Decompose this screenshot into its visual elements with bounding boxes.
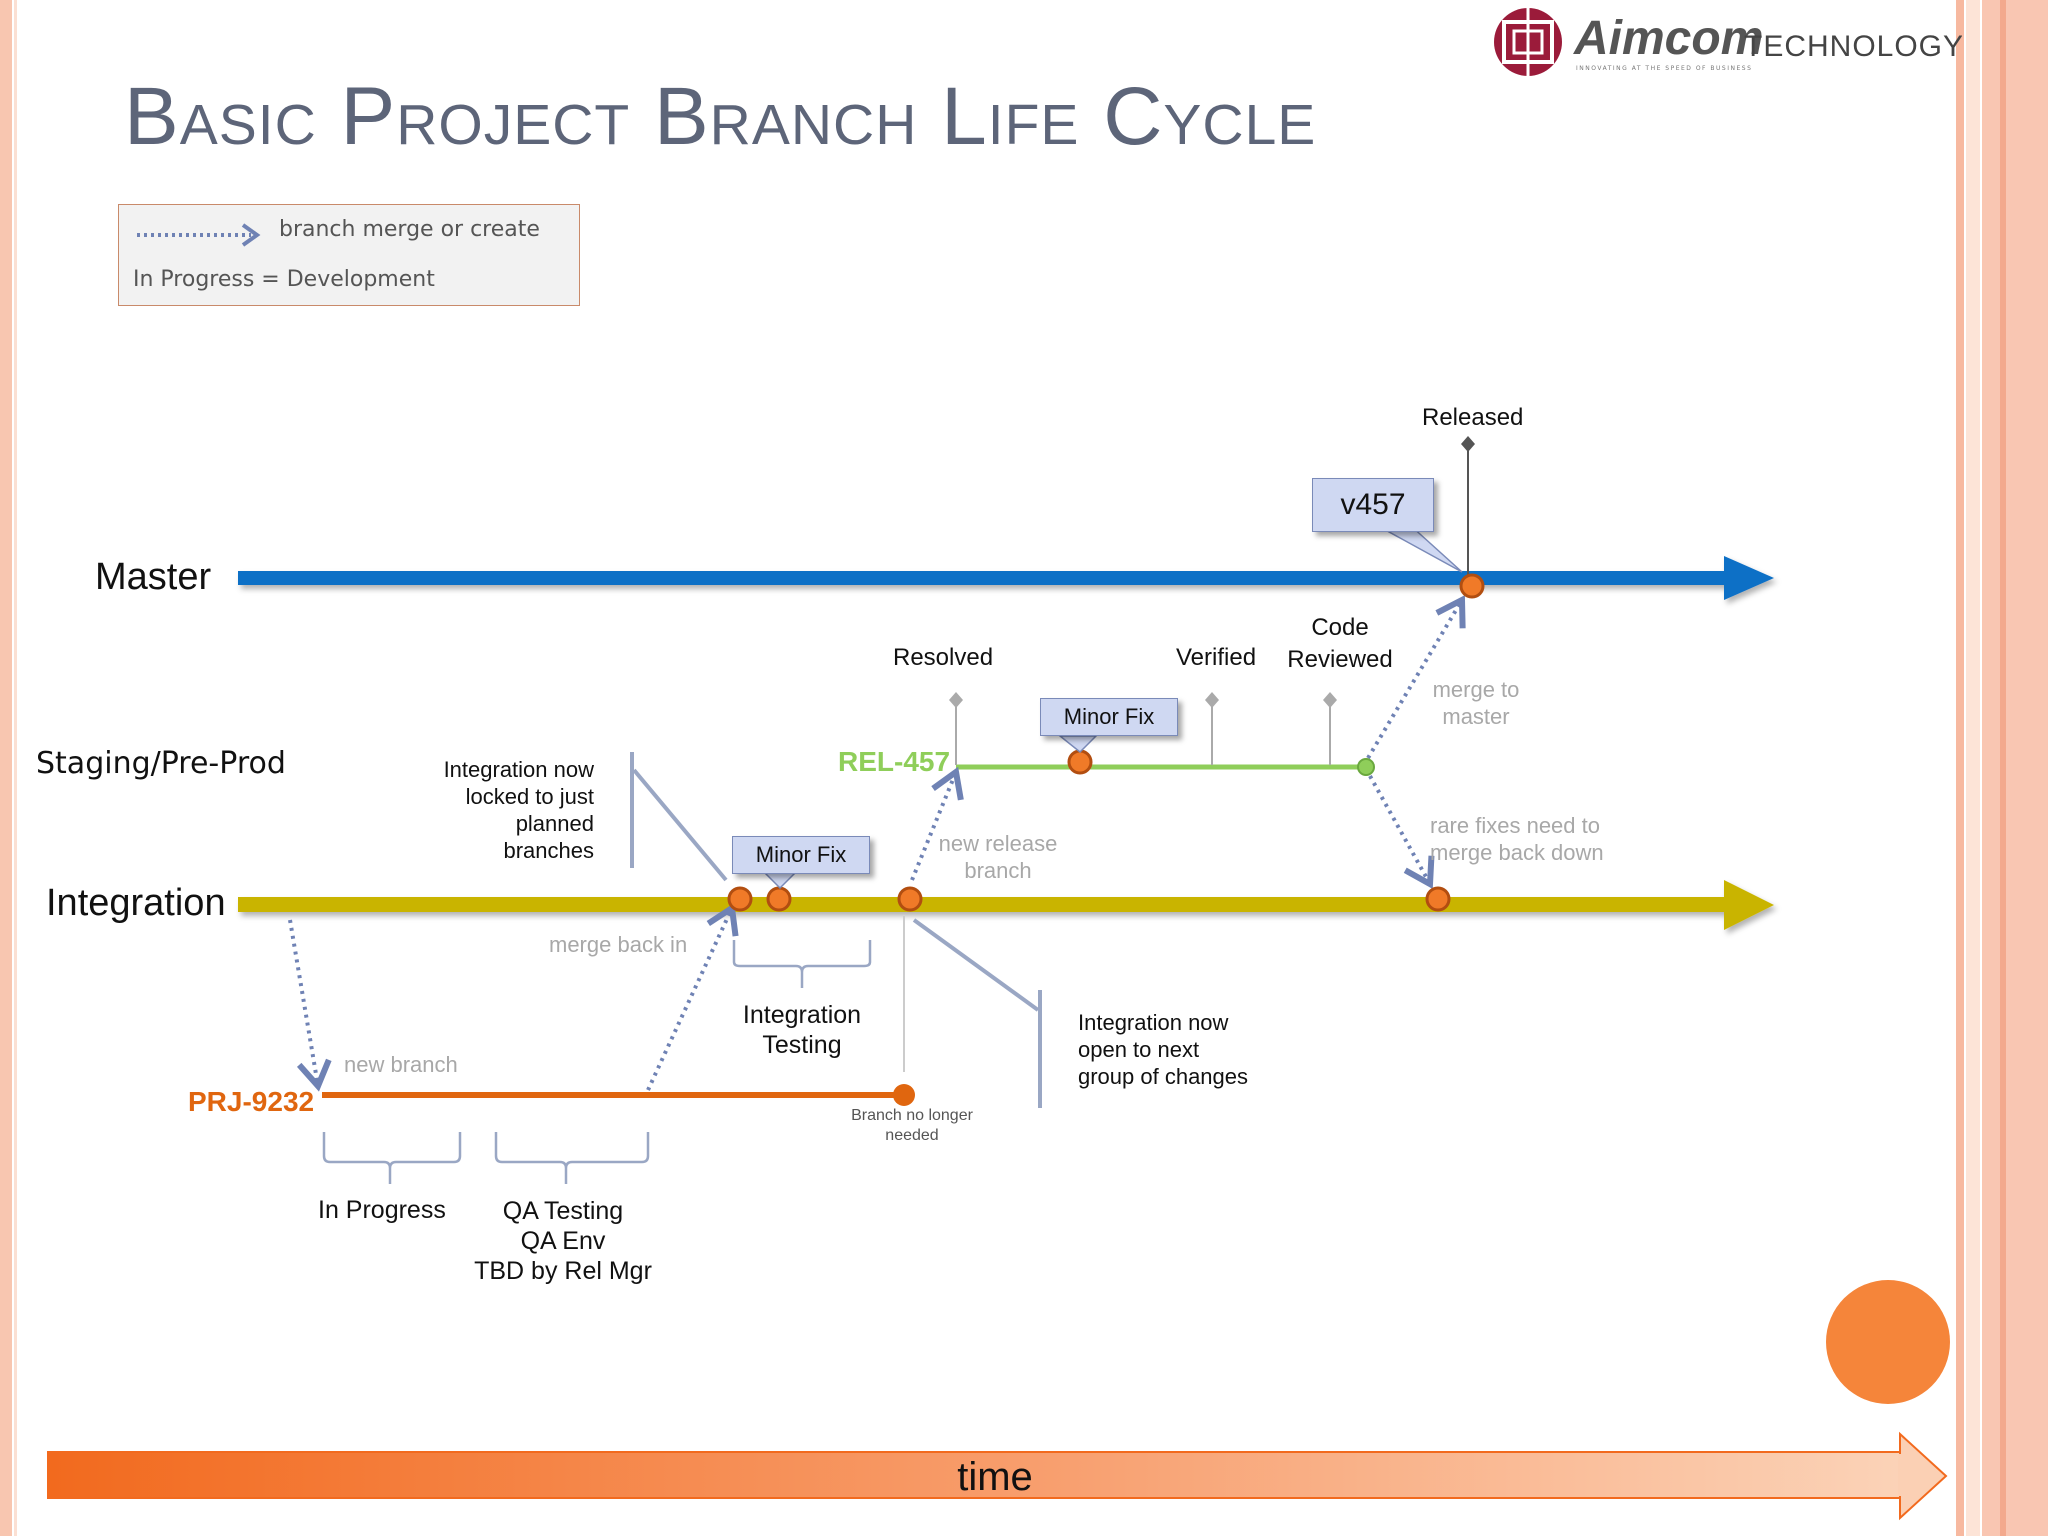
create-project-branch-arrow: [288, 919, 332, 1092]
integration-release-branch-node: [897, 886, 923, 912]
merge-back-in-arrow: [646, 902, 739, 1091]
code-reviewed-label: Code Reviewed: [1287, 614, 1393, 673]
project-branch-label: PRJ-9232: [188, 1086, 315, 1117]
qa-testing-brace: [494, 1132, 650, 1184]
released-label: Released: [1422, 404, 1524, 431]
new-release-branch-note: new release branch: [938, 831, 1058, 883]
time-label: time: [957, 1455, 1033, 1499]
staging-minor-fix-pointer: [1057, 735, 1098, 754]
in-progress-brace: [322, 1132, 462, 1184]
open-bracket-diagonal: [912, 918, 1040, 1012]
master-release-node: [1459, 573, 1485, 599]
rare-fixes-note: rare fixes need to merge back down: [1430, 813, 1604, 865]
code-reviewed-marker-diamond: [1323, 692, 1337, 708]
in-progress-label: In Progress: [318, 1196, 446, 1224]
project-end-node: [893, 1084, 915, 1106]
released-marker-diamond: [1461, 436, 1475, 452]
dotted-arrow-icon: [137, 223, 261, 247]
merge-back-in-note: merge back in: [549, 932, 688, 957]
integration-minor-fix-node: [766, 886, 792, 912]
logo-tagline: INNOVATING AT THE SPEED OF BUSINESS: [1576, 65, 1752, 72]
release-branch-label: REL-457: [838, 746, 951, 777]
merge-to-master-note: merge to master: [1432, 677, 1520, 729]
create-release-branch-arrow: [910, 766, 964, 881]
staging-lane-label: Staging/Pre-Prod: [36, 746, 286, 781]
integration-branch-line: [238, 880, 1774, 930]
slide-title: Basic Project Branch Life Cycle: [124, 71, 1317, 162]
integration-open-note: Integration now open to next group of ch…: [1078, 1010, 1249, 1089]
master-lane-label: Master: [95, 556, 212, 598]
verified-marker-diamond: [1205, 692, 1219, 708]
legend-arrow-label: branch merge or create: [279, 217, 540, 242]
new-branch-note: new branch: [344, 1052, 458, 1077]
time-arrow: [47, 1431, 1948, 1521]
integration-minor-fix-pointer: [762, 871, 798, 890]
branch-no-longer-needed-note: Branch no longer needed: [851, 1107, 973, 1144]
integration-testing-label: Integration Testing: [742, 1001, 862, 1059]
verified-label: Verified: [1176, 644, 1257, 671]
right-border-stripe: [1956, 0, 1964, 1536]
staging-minor-fix-callout: Minor Fix: [1040, 698, 1178, 736]
resolved-label: Resolved: [893, 644, 994, 671]
logo-emblem-icon: [1494, 8, 1562, 76]
integration-merge-down-node: [1425, 886, 1451, 912]
qa-testing-label: QA Testing QA Env TBD by Rel Mgr: [474, 1197, 652, 1285]
locked-bracket-diagonal: [632, 768, 728, 882]
release-end-node: [1357, 758, 1375, 776]
integration-locked-note: Integration now locked to just planned b…: [443, 757, 594, 863]
integration-minor-fix-callout: Minor Fix: [732, 836, 870, 874]
logo-wordmark: Aimcom: [1573, 12, 1763, 65]
left-border-stripe: [0, 0, 12, 1536]
resolved-marker-diamond: [949, 692, 963, 708]
master-branch-line: [238, 556, 1774, 600]
merge-back-down-arrow: [1368, 775, 1435, 889]
company-logo: Aimcom TECHNOLOGY INNOVATING AT THE SPEE…: [1494, 8, 1962, 76]
legend: branch merge or create In Progress = Dev…: [118, 204, 580, 306]
merge-to-master-arrow: [1366, 595, 1466, 760]
integration-lane-label: Integration: [46, 882, 226, 924]
legend-progress-label: In Progress = Development: [133, 267, 435, 292]
version-callout: v457: [1312, 478, 1434, 532]
staging-minor-fix-node: [1067, 749, 1093, 775]
logo-suffix: TECHNOLOGY: [1744, 30, 1962, 63]
integration-lock-node: [727, 886, 753, 912]
decorative-orange-circle: [1826, 1280, 1950, 1404]
integration-testing-brace: [732, 940, 872, 988]
